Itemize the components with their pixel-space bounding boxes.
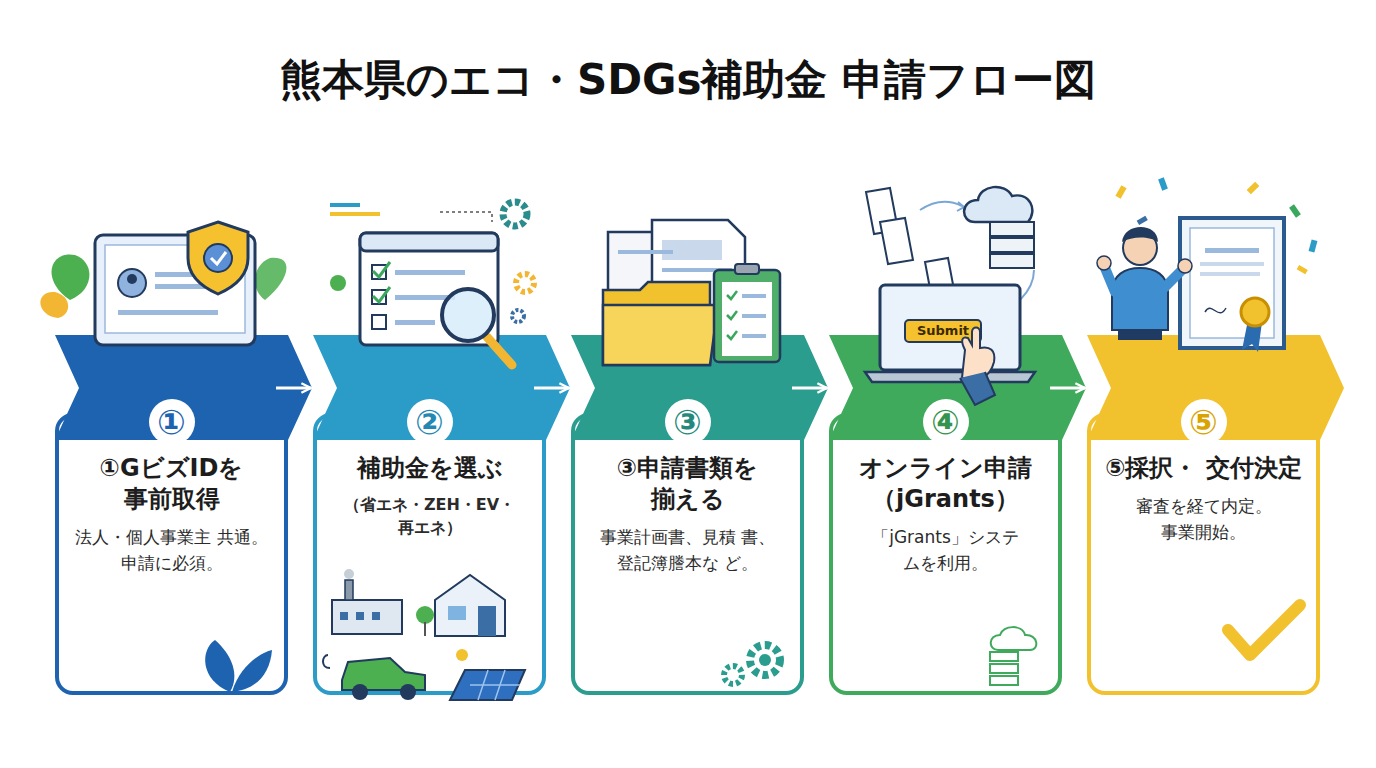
certificate-icon [1097,177,1317,352]
step-heading: ①GビズIDを 事前取得 [67,453,276,515]
chevron-band [1087,335,1344,440]
button-label: Submit [905,320,981,342]
flow-arrow [276,387,311,390]
checklist-icon [330,202,534,365]
card-panel [573,415,802,693]
step-heading: 補助金を選ぶ [357,453,503,484]
step-body: 事業計画書、見積 書、登記簿謄本な ど。 [583,525,792,576]
server-icon [990,627,1036,685]
step-number: ① [157,405,186,439]
card-panel [315,415,544,693]
card-panel [1089,415,1318,693]
chevron-band [55,335,312,440]
step-body: 審査を経て内定。 事業開始。 [1099,494,1308,545]
id-icon [40,222,286,345]
step-number-circle: ② [407,399,453,445]
flow-arrow [1050,387,1085,390]
category-icons [323,569,525,700]
step-card: ③申請書類を 揃える事業計画書、見積 書、登記簿謄本な ど。 ③ [571,335,804,695]
step-subheading: （省エネ・ZEH・EV・ 再エネ） [325,494,534,539]
step-card: オンライン申請 （jGrants） 「jGrants」システ ムを利用。 ④ [829,335,1062,695]
leaf-icon [205,640,272,692]
step-body: 「jGrants」システ ムを利用。 [841,525,1050,576]
step-number: ⑤ [1189,405,1218,439]
flow-arrow [792,387,827,390]
step-number-circle: ① [149,399,195,445]
step-number-circle: ④ [923,399,969,445]
step-heading: オンライン申請 （jGrants） [841,453,1050,515]
gear-icon [724,645,780,684]
card-panel [57,415,286,693]
step-number: ② [415,405,444,439]
online-submit-icon [865,187,1035,405]
flow-arrow [534,387,569,390]
step-card: ⑤採択・ 交付決定審査を経て内定。 事業開始。 ⑤ [1087,335,1320,695]
step-number: ③ [673,405,702,439]
step-card: ①GビズIDを 事前取得法人・個人事業主 共通。申請に必須。 ① [55,335,288,695]
step-number: ④ [931,405,960,439]
step-number-circle: ③ [665,399,711,445]
chevron-band [313,335,570,440]
step-heading: ⑤採択・ 交付決定 [1105,453,1302,484]
documents-icon [603,220,780,365]
step-card: 補助金を選ぶ （省エネ・ZEH・EV・ 再エネ） ② [313,335,546,695]
diagram-title: 熊本県のエコ・SDGs補助金 申請フロー図 [0,52,1376,108]
check-icon [1228,605,1300,655]
step-number-circle: ⑤ [1181,399,1227,445]
step-heading: ③申請書類を 揃える [583,453,792,515]
step-body: 法人・個人事業主 共通。申請に必須。 [67,525,276,576]
card-panel [831,415,1060,693]
